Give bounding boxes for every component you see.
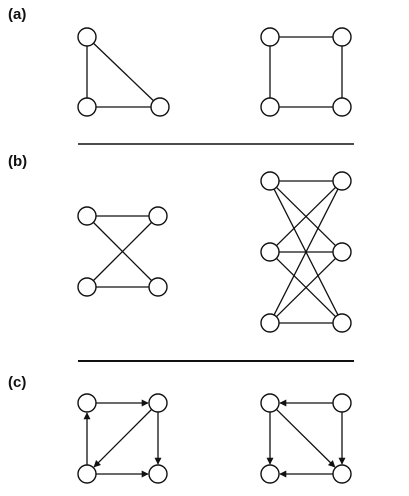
a-right-node-3	[332, 97, 352, 117]
panel-label-c: (c)	[8, 374, 27, 391]
b-left-node-3	[148, 277, 168, 297]
b-right-node-2	[260, 313, 280, 333]
b-right-node-3	[332, 171, 352, 191]
c-left-node-0	[77, 393, 97, 413]
panel-label-b: (b)	[8, 153, 28, 170]
c-right-node-2	[260, 464, 280, 484]
c-left-node-3	[148, 464, 168, 484]
c-right-edge-4	[275, 408, 336, 468]
c-right-node-0	[260, 393, 280, 413]
a-right-node-2	[260, 97, 280, 117]
b-right-edge-6	[273, 188, 339, 316]
b-left-node-0	[77, 206, 97, 226]
a-left-node-0	[77, 27, 97, 47]
b-right-node-0	[260, 171, 280, 191]
a-left-edge-1	[93, 42, 154, 102]
b-right-edge-3	[275, 186, 337, 247]
b-right-node-4	[332, 242, 352, 262]
panel-label-a: (a)	[8, 6, 27, 23]
a-right-node-1	[332, 27, 352, 47]
c-right-node-1	[332, 393, 352, 413]
c-right-node-3	[332, 464, 352, 484]
a-left-node-2	[150, 97, 170, 117]
b-right-edge-7	[275, 257, 337, 318]
b-right-node-5	[332, 313, 352, 333]
c-left-node-1	[148, 393, 168, 413]
a-right-node-0	[260, 27, 280, 47]
b-right-node-1	[260, 242, 280, 262]
c-left-edge-4	[93, 408, 153, 468]
b-left-node-1	[148, 206, 168, 226]
b-left-edge-3	[92, 221, 153, 282]
b-left-node-2	[77, 277, 97, 297]
c-left-node-2	[77, 464, 97, 484]
a-left-node-1	[77, 97, 97, 117]
